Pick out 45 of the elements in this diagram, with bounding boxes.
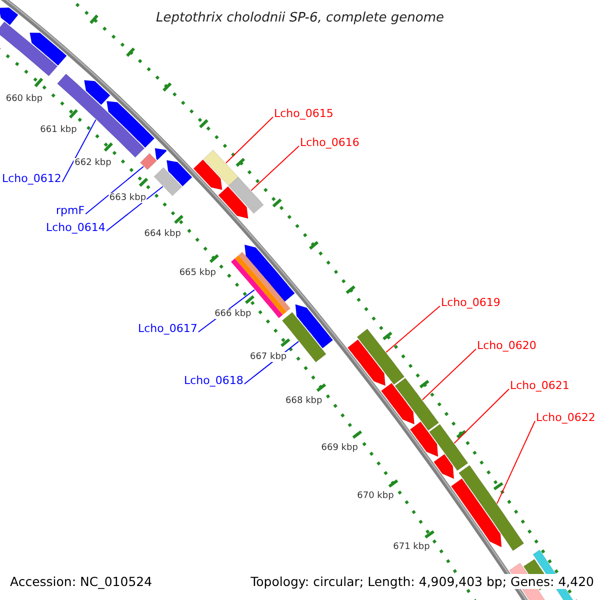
- leader-line: [386, 306, 440, 353]
- tick-label: 667 kbp: [248, 352, 288, 362]
- map-title: Leptothrix cholodnii SP-6, complete genome: [156, 10, 444, 26]
- leader-line: [496, 420, 536, 504]
- tick-label: 668 kbp: [284, 396, 324, 406]
- gene-label: Lcho_0621: [510, 379, 570, 392]
- gene-label: Lcho_0616: [300, 136, 360, 149]
- tick-label: 663 kbp: [108, 192, 148, 203]
- tick-label: 666 kbp: [214, 308, 252, 319]
- gene-label: Lcho_0614: [46, 221, 106, 234]
- leader-line: [454, 388, 510, 444]
- tick-label: 670 kbp: [356, 491, 395, 502]
- gene-feature: [394, 378, 439, 431]
- leader-line: [106, 186, 164, 232]
- leader-line: [422, 348, 476, 400]
- gene-feature: [154, 167, 182, 196]
- tick-label: 664 kbp: [143, 229, 182, 240]
- footer-text: Topology: circular; Length: 4,909,403 bp; Genes: 4,420: [250, 574, 594, 589]
- leader-line: [226, 116, 274, 164]
- gene-label: Lcho_0617: [138, 322, 198, 335]
- tick-label: 671 kbp: [392, 542, 431, 552]
- tick-label: 665 kbp: [178, 268, 218, 278]
- gene-label: Lcho_0615: [274, 107, 334, 120]
- gene-feature: [228, 176, 264, 214]
- gene-label: rpmF: [56, 204, 85, 217]
- gene-label: Lcho_0618: [184, 374, 244, 387]
- gene-label: Lcho_0612: [2, 172, 62, 185]
- gene-feature: [203, 150, 238, 186]
- gene-feature: [231, 252, 290, 318]
- gene-feature: [140, 153, 157, 170]
- leader-line: [62, 119, 96, 182]
- gene-label: Lcho_0622: [536, 411, 596, 424]
- footer-text: Accession: NC_010524: [10, 574, 152, 589]
- leader-line: [85, 166, 144, 214]
- gene-feature: [429, 424, 468, 471]
- gene-label: Lcho_0619: [441, 296, 500, 309]
- tick-label: 662 kbp: [74, 158, 112, 168]
- gene-feature: [356, 328, 405, 385]
- tick-label: 669 kbp: [320, 442, 359, 453]
- tick-label: 661 kbp: [39, 124, 78, 135]
- gene-feature: [57, 74, 145, 158]
- gene-feature: [458, 465, 524, 551]
- leader-line: [250, 146, 300, 191]
- tick-label: 660 kbp: [4, 94, 44, 104]
- gene-label: Lcho_0620: [477, 339, 536, 352]
